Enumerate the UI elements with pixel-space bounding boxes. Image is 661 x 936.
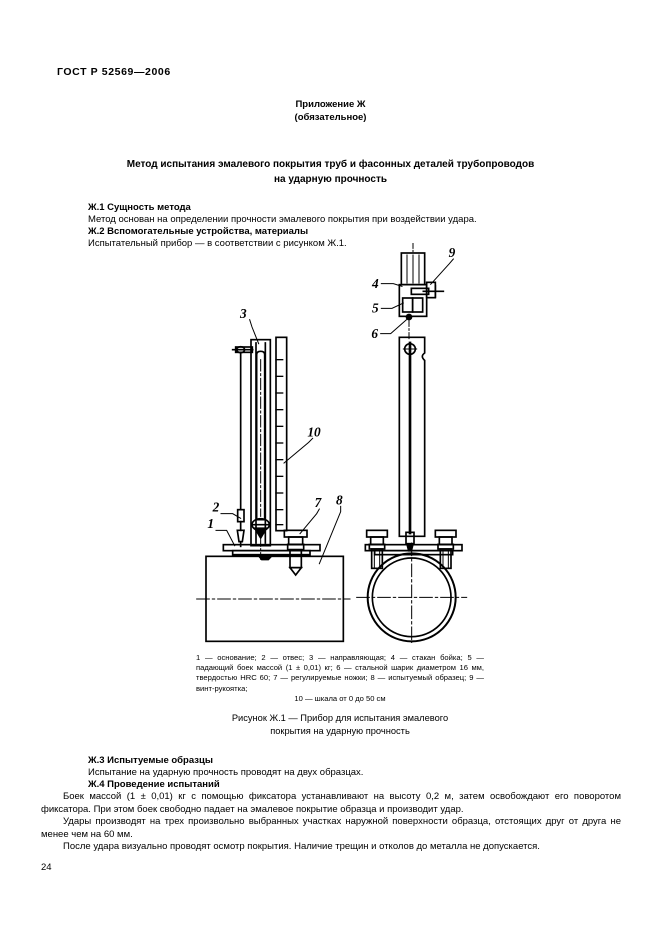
callout-10: 10 [307, 424, 321, 439]
paragraph-3-text: После удара визуально проводят осмотр по… [63, 841, 540, 852]
paragraph-2: Удары производят на трех произвольно выб… [41, 816, 621, 841]
section-heading-zh4: Ж.4 Проведение испытаний [88, 779, 220, 790]
adjustable-foot-left [283, 529, 308, 577]
adjustable-foot-right-1 [365, 529, 389, 570]
figure-caption: Рисунок Ж.1 — Прибор для испытания эмале… [180, 712, 500, 737]
appendix-block: Приложение Ж (обязательное) [0, 98, 661, 124]
callout-4: 4 [371, 276, 379, 291]
specimen-pipe-side-view [196, 555, 351, 643]
page-title-line-2: на ударную прочность [273, 174, 388, 185]
figure-legend-last-line: 10 — шкала от 0 до 50 см [294, 693, 386, 703]
callout-6: 6 [371, 326, 378, 341]
section-text-zh3: Испытание на ударную прочность проводят … [88, 767, 364, 778]
figure-caption-line-1: Рисунок Ж.1 — Прибор для испытания эмале… [231, 713, 449, 723]
striker-holder-body [398, 283, 428, 318]
paragraph-1-text: Боек массой (1 ± 0,01) кг с помощью фикс… [41, 791, 621, 815]
section-heading-zh2: Ж.2 Вспомогательные устройства, материал… [88, 226, 309, 237]
screw-handle [410, 281, 445, 299]
appendix-subtitle: (обязательное) [294, 112, 367, 123]
plumb-bob [236, 352, 245, 548]
base-plate-left [222, 543, 321, 561]
appendix-title: Приложение Ж [295, 99, 366, 110]
apparatus-schematic: 3 2 1 7 8 10 4 5 6 9 [196, 243, 468, 643]
figure-caption-line-2: покрытия на ударную прочность [270, 725, 410, 736]
callout-9: 9 [449, 245, 456, 260]
page-title: Метод испытания эмалевого покрытия труб … [70, 157, 591, 187]
section-heading-zh3: Ж.3 Испытуемые образцы [88, 755, 213, 766]
paragraph-1: Боек массой (1 ± 0,01) кг с помощью фикс… [41, 791, 621, 816]
callout-2: 2 [212, 499, 220, 514]
callout-3: 3 [239, 306, 247, 321]
section-heading-zh1: Ж.1 Сущность метода [88, 202, 191, 213]
figure-zh1-drawing: 3 2 1 7 8 10 4 5 6 9 [190, 243, 490, 643]
measuring-scale [275, 336, 288, 532]
callout-leaders-left [215, 319, 342, 565]
section-text-zh1: Метод основан на определении прочности э… [88, 214, 477, 225]
callout-leaders-right [380, 258, 455, 335]
specimen-pipe-cross-section [356, 542, 468, 643]
page-number: 24 [41, 862, 52, 873]
paragraph-2-text: Удары производят на трех произвольно выб… [41, 816, 621, 840]
page-title-line-1: Метод испытания эмалевого покрытия труб … [126, 159, 535, 170]
section-text-zh2: Испытательный прибор — в соответствии с … [88, 238, 347, 249]
standard-header: ГОСТ Р 52569—2006 [57, 66, 171, 78]
paragraph-3: После удара визуально проводят осмотр по… [41, 841, 621, 854]
steel-ball [405, 313, 413, 341]
callout-numbers: 3 2 1 7 8 10 4 5 6 9 [207, 245, 455, 531]
callout-7: 7 [315, 495, 323, 510]
striker-cup [400, 243, 426, 286]
striker-assembly-left [251, 350, 271, 561]
guide-column-right [398, 336, 426, 552]
guide-top-pin [231, 345, 254, 354]
callout-1: 1 [207, 516, 214, 531]
figure-legend-text: 1 — основание; 2 — отвес; 3 — направляющ… [196, 653, 484, 693]
figure-legend: 1 — основание; 2 — отвес; 3 — направляющ… [196, 653, 484, 704]
callout-8: 8 [336, 492, 343, 507]
callout-5: 5 [372, 301, 379, 316]
